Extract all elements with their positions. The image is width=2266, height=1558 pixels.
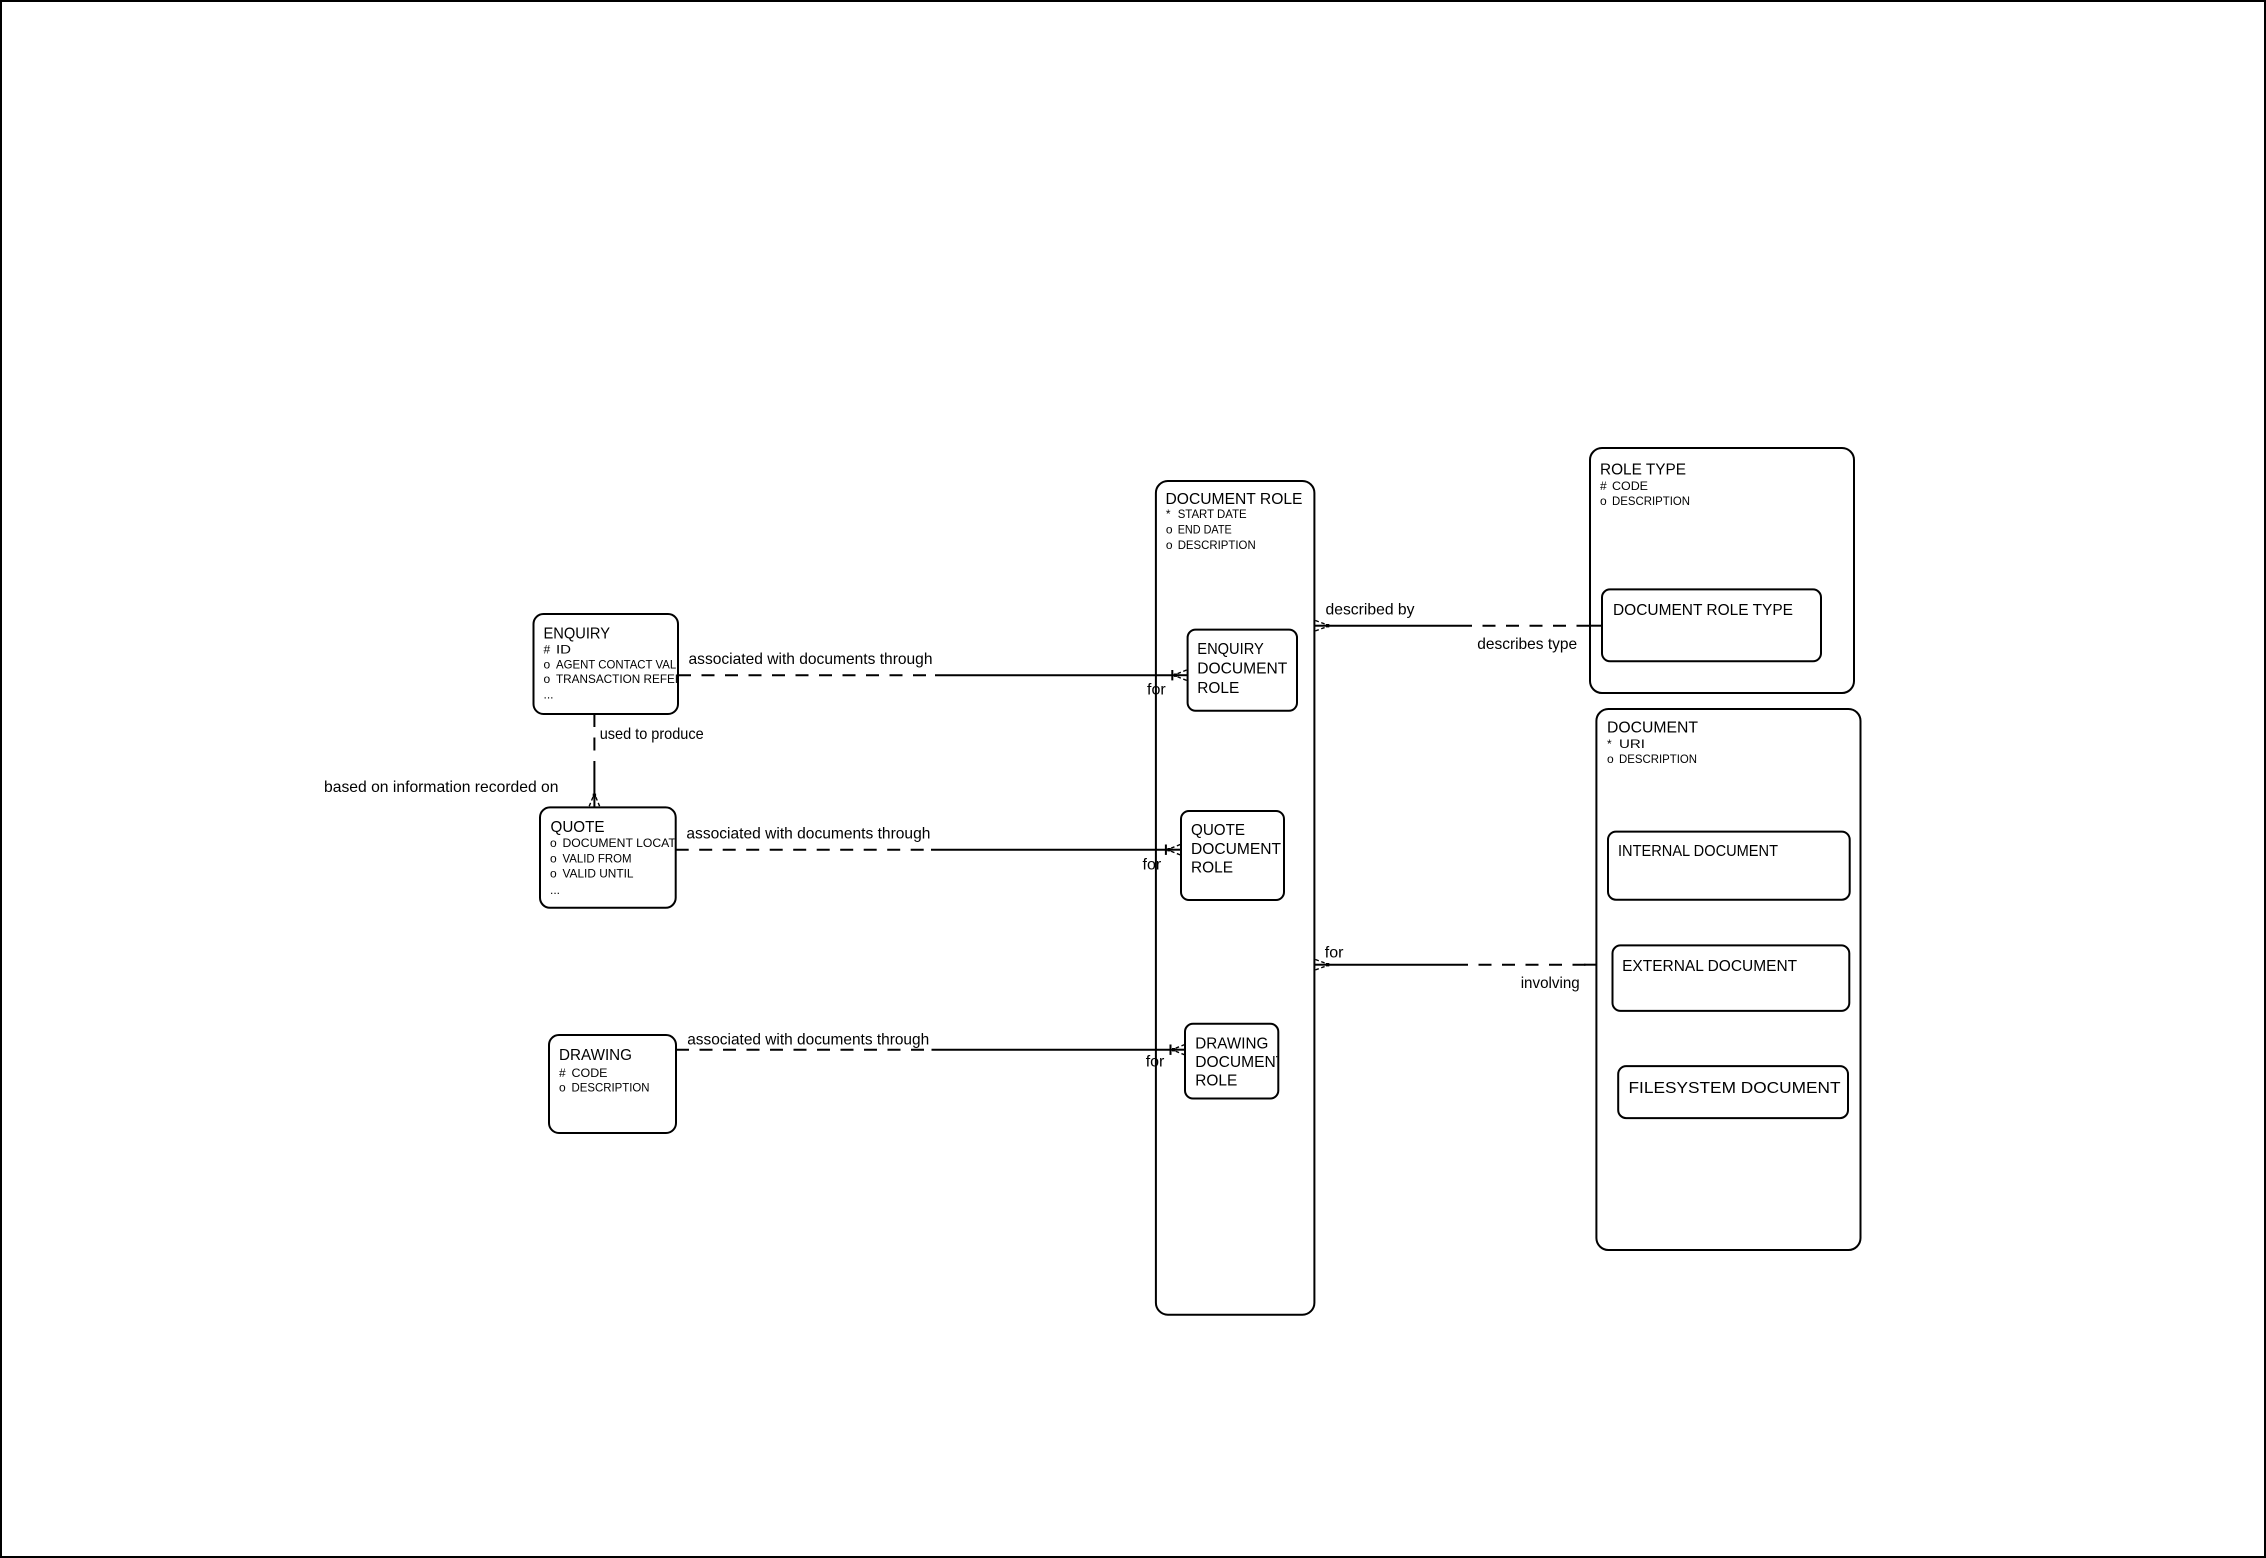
svg-text:ENQUIRY: ENQUIRY (1197, 641, 1264, 658)
svg-text:ROLE TYPE: ROLE TYPE (1600, 462, 1686, 479)
svg-text:START DATE: START DATE (1178, 507, 1247, 521)
svg-text:DOCUMENT: DOCUMENT (1607, 719, 1698, 736)
svg-text:DOCUMENT: DOCUMENT (1197, 661, 1287, 678)
svg-text:AGENT CONTACT VALUE: AGENT CONTACT VALUE (556, 657, 692, 671)
svg-text:o: o (1607, 752, 1614, 766)
svg-text:for: for (1146, 1054, 1165, 1071)
svg-text:associated with documents thro: associated with documents through (687, 1031, 929, 1048)
svg-text:VALID UNTIL: VALID UNTIL (563, 867, 634, 881)
svg-text:used to produce: used to produce (600, 726, 704, 743)
svg-text:o: o (1166, 523, 1173, 537)
svg-text:...: ... (544, 687, 554, 701)
svg-text:DESCRIPTION: DESCRIPTION (1612, 494, 1690, 508)
svg-text:URI: URI (1619, 737, 1645, 751)
svg-text:o: o (544, 657, 551, 671)
svg-text:DOCUMENT LOCATION: DOCUMENT LOCATION (563, 836, 698, 850)
svg-text:associated with documents thro: associated with documents through (686, 825, 930, 842)
svg-text:o: o (544, 672, 551, 686)
svg-text:CODE: CODE (572, 1066, 608, 1080)
svg-text:described by: described by (1326, 602, 1415, 619)
svg-text:ENQUIRY: ENQUIRY (544, 626, 611, 643)
svg-text:VALID FROM: VALID FROM (563, 851, 632, 865)
svg-text:*: * (1166, 507, 1171, 521)
svg-text:DESCRIPTION: DESCRIPTION (572, 1080, 650, 1094)
svg-text:o: o (550, 836, 557, 850)
svg-text:DOCUMENT ROLE TYPE: DOCUMENT ROLE TYPE (1613, 602, 1793, 619)
svg-text:DRAWING: DRAWING (1195, 1035, 1268, 1052)
svg-text:INTERNAL DOCUMENT: INTERNAL DOCUMENT (1618, 843, 1778, 860)
svg-text:QUOTE: QUOTE (551, 819, 605, 836)
svg-text:involving: involving (1521, 975, 1580, 992)
svg-text:for: for (1147, 682, 1166, 699)
svg-text:o: o (1600, 494, 1607, 508)
svg-text:o: o (550, 867, 557, 881)
svg-text:DRAWING: DRAWING (559, 1047, 632, 1064)
svg-text:#: # (559, 1066, 566, 1080)
svg-text:o: o (559, 1080, 566, 1094)
svg-text:DOCUMENT: DOCUMENT (1191, 841, 1281, 858)
svg-text:ID: ID (556, 643, 571, 657)
svg-text:DOCUMENT ROLE: DOCUMENT ROLE (1166, 491, 1303, 508)
svg-text:#: # (544, 643, 551, 657)
svg-text:ROLE: ROLE (1191, 860, 1233, 877)
svg-text:ROLE: ROLE (1195, 1073, 1237, 1090)
svg-text:for: for (1325, 945, 1344, 962)
svg-text:ROLE: ROLE (1197, 680, 1239, 697)
svg-text:#: # (1600, 479, 1607, 493)
svg-text:TRANSACTION REFERENCE: TRANSACTION REFERENCE (556, 672, 716, 686)
svg-text:o: o (550, 851, 557, 865)
svg-text:CODE: CODE (1612, 479, 1648, 493)
svg-text:associated with documents thro: associated with documents through (689, 651, 933, 668)
svg-text:DOCUMENT: DOCUMENT (1195, 1054, 1285, 1071)
svg-text:FILESYSTEM DOCUMENT: FILESYSTEM DOCUMENT (1629, 1080, 1841, 1097)
svg-text:o: o (1166, 538, 1173, 552)
svg-text:describes type: describes type (1477, 636, 1577, 653)
svg-text:QUOTE: QUOTE (1191, 822, 1245, 839)
svg-text:*: * (1607, 737, 1612, 751)
svg-text:EXTERNAL DOCUMENT: EXTERNAL DOCUMENT (1622, 958, 1797, 975)
svg-text:END DATE: END DATE (1178, 523, 1232, 537)
svg-text:for: for (1143, 857, 1162, 874)
svg-text:DESCRIPTION: DESCRIPTION (1178, 538, 1256, 552)
svg-text:...: ... (550, 883, 560, 897)
svg-text:DESCRIPTION: DESCRIPTION (1619, 752, 1697, 766)
svg-text:based on information recorded: based on information recorded on (324, 779, 559, 796)
